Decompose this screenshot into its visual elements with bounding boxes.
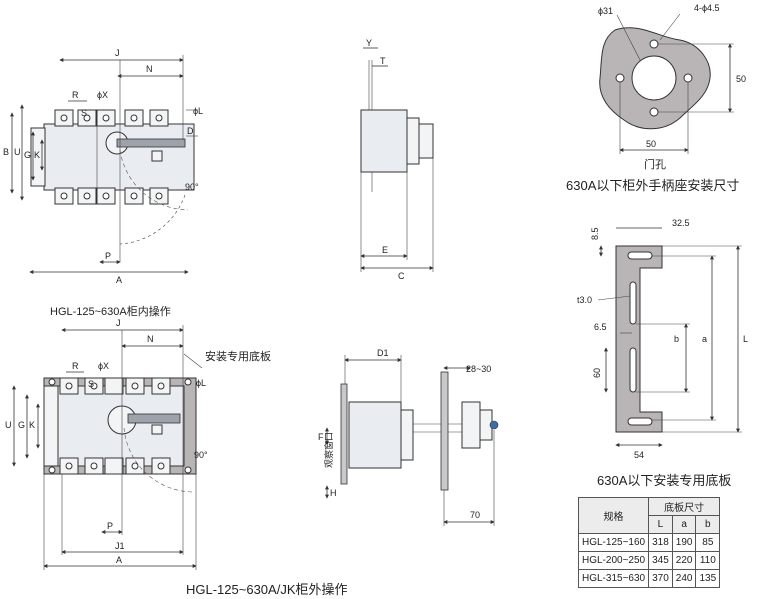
dim-B: B	[3, 147, 9, 157]
table-col-b: b	[695, 515, 721, 534]
table-col-a: a	[671, 515, 697, 534]
caption-door-hole: 630A以下柜外手柄座安装尺寸	[566, 178, 739, 193]
dim-E: E	[382, 245, 388, 255]
angle-90: 90°	[185, 182, 199, 192]
table-cell-b: 110	[695, 551, 721, 570]
dim-Y: Y	[366, 38, 372, 48]
table-cell-model: HGL-200~250	[577, 551, 650, 570]
dim-60: 60	[592, 368, 602, 378]
table-cell-b: 135	[695, 569, 721, 588]
table-cell-L: 318	[648, 533, 673, 552]
dim-J1: J1	[115, 541, 125, 551]
dim-N-2: N	[147, 334, 154, 344]
dim-H: H	[330, 488, 337, 498]
table-cell-a: 220	[671, 551, 697, 570]
dim-6-5: 6.5	[594, 322, 607, 332]
dim-phiX-2: ϕX	[98, 361, 109, 371]
dim-A: A	[116, 275, 122, 285]
dim-R: R	[72, 90, 79, 100]
dim-K-2: K	[29, 420, 35, 430]
dim-50-width: 50	[646, 139, 656, 149]
table-cell-a: 190	[671, 533, 697, 552]
caption-internal: HGL-125~630A柜内操作	[50, 304, 171, 318]
dim-A-2: A	[116, 555, 122, 565]
dim-U-2: U	[5, 420, 12, 430]
dim-phiX: ϕX	[97, 90, 108, 100]
caption-external: HGL-125~630A/JK柜外操作	[186, 582, 348, 597]
angle-90-2: 90°	[194, 450, 208, 460]
table-cell-model: HGL-125~160	[577, 533, 650, 552]
dim-a: a	[702, 334, 707, 344]
table-header-model: 规格	[577, 497, 650, 534]
dim-phiL-2: ϕL	[196, 378, 206, 388]
table-cell-b: 85	[695, 533, 721, 552]
dim-D: D	[187, 126, 194, 136]
caption-plate: 630A以下安装专用底板	[597, 473, 731, 488]
door-hole-drawing: ϕ31 4-ϕ4.5 50 50 门孔 630A以下柜外手柄座安装尺寸	[566, 3, 746, 193]
dim-S-2: S	[88, 379, 94, 389]
table-col-L: L	[648, 515, 673, 534]
dim-50-height: 50	[736, 74, 746, 84]
side-view-internal: Y T E C	[360, 38, 434, 281]
dim-K: K	[34, 150, 40, 160]
dim-phiL: ϕL	[193, 106, 203, 116]
dim-t3-0: t3.0	[577, 295, 592, 305]
dim-b: b	[674, 334, 679, 344]
dim-phi31: ϕ31	[598, 6, 613, 16]
table-row: HGL-200~250 345 220 110	[577, 551, 721, 570]
table-cell-L: 370	[648, 569, 673, 588]
dim-N: N	[146, 64, 153, 74]
dim-G-2: G	[18, 420, 25, 430]
dim-54: 54	[634, 450, 644, 460]
table-cell-model: HGL-315~630	[577, 569, 650, 588]
dim-F: F	[318, 432, 324, 442]
table-cell-L: 345	[648, 551, 673, 570]
dim-32-5: 32.5	[672, 218, 690, 228]
dim-70: 70	[470, 510, 480, 520]
front-view-internal: J N R S ϕX ϕL D B U G K P A 90° HGL-125~…	[3, 48, 203, 318]
dim-4-phi45: 4-ϕ4.5	[694, 3, 720, 13]
front-view-external: J N R S ϕX ϕL U G K P J1 A 90° 安装专用底板 HG…	[5, 318, 348, 597]
dim-28-30: 28~30	[466, 364, 491, 374]
table-header-group: 底板尺寸	[648, 497, 721, 516]
dim-J-2: J	[116, 318, 121, 328]
dim-T: T	[380, 56, 386, 66]
plate-size-table: 规格 底板尺寸 L a b HGL-125~160 318 190 85 HGL…	[577, 497, 721, 588]
label-mounting-plate: 安装专用底板	[205, 349, 271, 363]
dim-R-2: R	[72, 361, 79, 371]
dim-S: S	[81, 108, 87, 118]
table-row: HGL-125~160 318 190 85	[577, 533, 721, 552]
side-view-external: D1 28~30 70 F H 观察窗口	[318, 348, 499, 526]
mounting-plate-drawing: 8.5 32.5 t3.0 6.5 60 b a L 54 630A以下安装专用…	[577, 218, 748, 488]
dim-P: P	[105, 251, 111, 261]
dim-8-5: 8.5	[590, 227, 600, 240]
dim-P-2: P	[107, 521, 113, 531]
dim-C: C	[398, 271, 405, 281]
label-window: 观察窗口	[323, 432, 334, 468]
table-row: HGL-315~630 370 240 135	[577, 569, 721, 588]
dim-J: J	[115, 48, 120, 58]
dim-G: G	[24, 150, 31, 160]
table-cell-a: 240	[671, 569, 697, 588]
door-hole-label: 门孔	[644, 157, 666, 171]
dim-L: L	[743, 334, 748, 344]
dim-U: U	[14, 147, 21, 157]
dim-D1: D1	[377, 348, 389, 358]
